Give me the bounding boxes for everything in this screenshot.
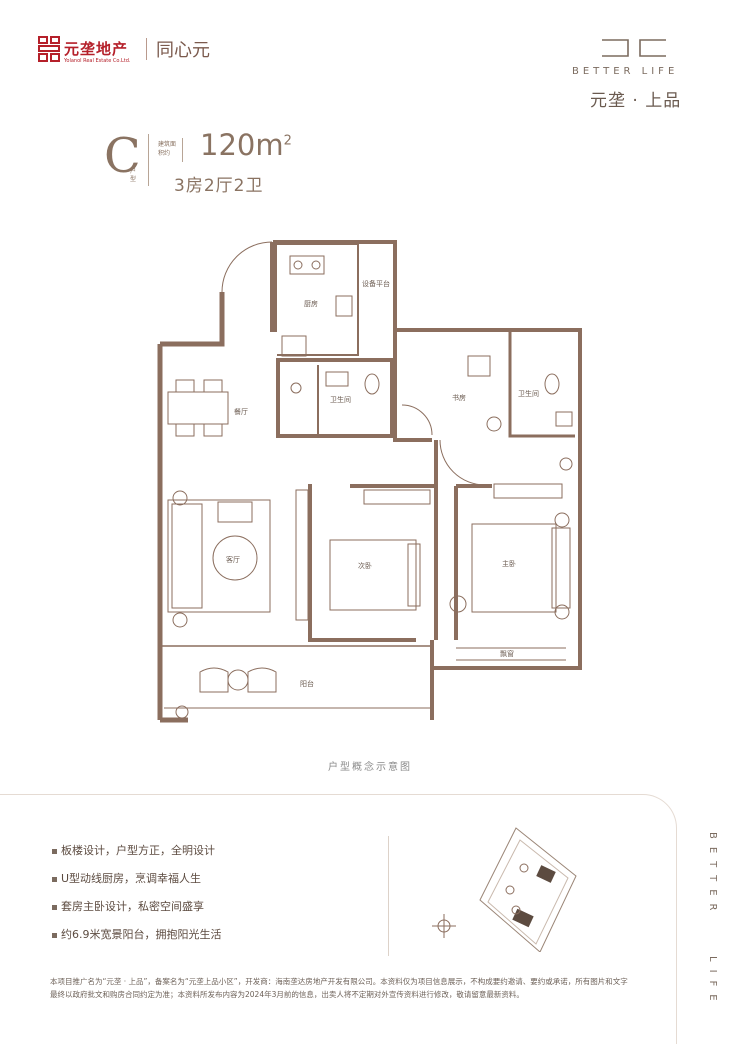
brand-subtitle: Yolanol Real Estate Co.Ltd. [64,58,131,64]
room-label-equipment: 设备平台 [362,279,390,288]
compass-icon [432,914,456,938]
feature-text: U型动线厨房，烹调幸福人生 [61,872,202,885]
bullet-icon [52,876,57,882]
second-brand-logo: 同心元 [156,40,210,61]
side-text-top-word: BETTER [707,832,718,919]
room-label-bath2: 卫生间 [518,389,539,398]
side-text-top: BETTER [704,832,718,919]
room-label-bay-window: 飘窗 [500,649,514,658]
feature-item: U型动线厨房，烹调幸福人生 [52,870,201,886]
project-slogan: BETTER LIFE [572,66,679,77]
brand-divider [146,38,147,60]
unit-rooms: 3房2厅2卫 [174,176,264,196]
project-name: 元垄 · 上品 [590,91,682,111]
site-plan-map [432,827,577,952]
brand-logo-icon [38,36,60,62]
feature-text: 约6.9米宽景阳台，拥抱阳光生活 [61,928,222,941]
room-label-bath1: 卫生间 [330,395,351,404]
room-label-balcony: 阳台 [300,679,314,688]
unit-type-letter: C [104,128,141,184]
unit-divider [148,134,149,186]
feature-item: 套房主卧设计，私密空间盛享 [52,898,204,914]
bullet-icon [52,932,57,938]
site-divider [388,836,389,956]
info-panel [0,794,677,1044]
area-value: 120m [200,128,284,162]
area-note: 建筑面积约 [158,141,177,157]
side-text-bottom-word: LIFE [707,956,718,1009]
feature-text: 套房主卧设计，私密空间盛享 [61,900,204,913]
floor-plan: 厨房 设备平台 餐厅 卫生间 书房 卫生间 客厅 次卧 主卧 飘窗 阳台 [157,240,582,723]
room-label-master-bed: 主卧 [502,559,516,568]
unit-area: 120m2 [200,128,292,162]
room-label-dining: 餐厅 [234,407,248,416]
area-unit-sup: 2 [283,133,292,149]
room-label-kitchen: 厨房 [304,299,318,308]
plan-caption: 户型概念示意图 [328,762,412,773]
brand-name: 元垄地产 [64,40,129,58]
room-label-second-bed: 次卧 [358,561,372,570]
area-divider [182,138,183,162]
room-label-living: 客厅 [226,555,240,564]
project-logo-icon [602,39,666,57]
bullet-icon [52,848,57,854]
feature-item: 约6.9米宽景阳台，拥抱阳光生活 [52,926,222,942]
unit-type-note: 户型 [130,168,137,183]
disclaimer-text: 本项目推广名为“元垄 · 上品”，备案名为“元垄上品小区”，开发商：海南垄达房地… [50,977,628,999]
feature-item: 板楼设计，户型方正，全明设计 [52,842,215,858]
room-label-study: 书房 [452,393,466,402]
side-text-bottom: LIFE [704,956,718,1009]
feature-text: 板楼设计，户型方正，全明设计 [61,844,215,857]
bullet-icon [52,904,57,910]
